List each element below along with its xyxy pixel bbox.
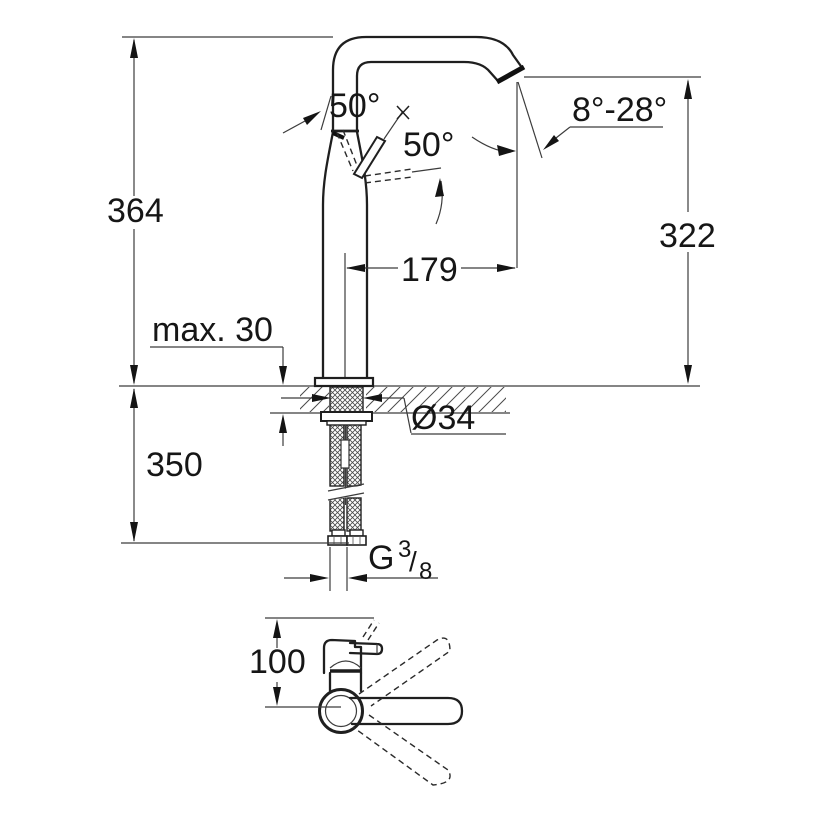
lever-handle bbox=[352, 135, 387, 180]
spout-outer bbox=[331, 35, 525, 134]
counter-deck-section bbox=[119, 385, 700, 414]
thread-denominator-label: 8 bbox=[419, 558, 432, 585]
lever-axis-end-mark bbox=[396, 105, 410, 120]
thread-prefix-label: G bbox=[368, 539, 394, 577]
shank-and-hoses bbox=[320, 386, 373, 546]
handle-angle-right-label: 50° bbox=[403, 126, 454, 164]
lever-position-down-dashed bbox=[364, 168, 413, 184]
below-deck-label: 350 bbox=[146, 446, 203, 484]
spout-height-label: 322 bbox=[659, 217, 716, 255]
base-plate bbox=[313, 376, 375, 388]
thread-slash-label: / bbox=[409, 546, 417, 577]
faucet-side-view bbox=[313, 35, 526, 388]
handle-angle-left-label: 50° bbox=[329, 87, 380, 125]
handle-angle-right-annotation: 50° bbox=[403, 126, 454, 225]
spout-base-circle bbox=[318, 688, 364, 734]
top-view-lever-dashed bbox=[362, 619, 380, 641]
spout-reach-label: 179 bbox=[401, 251, 458, 289]
hose-connector-right bbox=[346, 535, 367, 546]
mounting-stud bbox=[340, 439, 350, 469]
thread-numerator-label: 3 bbox=[398, 536, 411, 563]
total-height-label: 364 bbox=[107, 192, 164, 230]
spout-position-solid bbox=[348, 696, 464, 726]
handle-angle-left-annotation: 50° bbox=[282, 87, 380, 134]
max-deck-label: max. 30 bbox=[152, 311, 273, 349]
body-left-edge bbox=[321, 130, 335, 380]
aerator-face bbox=[495, 64, 526, 85]
lever-position-up-dashed bbox=[336, 129, 359, 172]
dimension-thread: G 3 / 8 bbox=[284, 536, 438, 591]
dimension-total-height: 364 bbox=[107, 36, 333, 385]
hole-diameter-label: Ø34 bbox=[411, 399, 475, 437]
faucet-top-view bbox=[318, 619, 464, 786]
hose-connector-left bbox=[327, 535, 348, 546]
aerator-angle-annotation: 8°-28° bbox=[471, 81, 667, 268]
dimension-max-deck: max. 30 bbox=[150, 311, 287, 446]
spout-position-up-dashed bbox=[358, 637, 451, 707]
top-view-lever bbox=[348, 641, 384, 656]
aerator-angle-label: 8°-28° bbox=[572, 91, 667, 129]
spout-position-down-dashed bbox=[352, 714, 451, 786]
dimension-spout-height: 322 bbox=[524, 76, 716, 384]
top-view-depth-label: 100 bbox=[249, 643, 306, 681]
spout-inner bbox=[355, 60, 500, 134]
dimension-below-deck: 350 bbox=[121, 388, 349, 544]
dimension-hole-diameter: Ø34 bbox=[281, 394, 506, 437]
dimension-top-view-depth: 100 bbox=[249, 617, 374, 708]
dimension-spout-reach: 179 bbox=[346, 251, 516, 289]
